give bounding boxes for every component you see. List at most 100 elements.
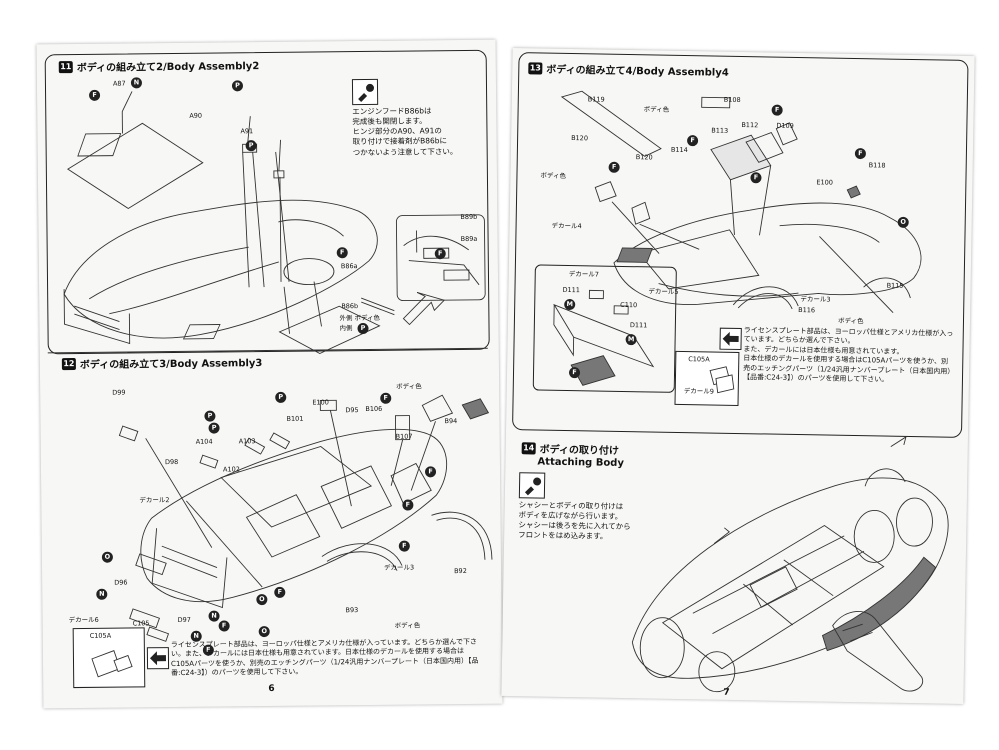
glue-tip-icon (358, 83, 375, 103)
step12-badge-o2: O (258, 626, 270, 638)
step12-badge-p3: P (208, 422, 220, 434)
step13-label-b114: B114 (670, 145, 688, 155)
step11-badge-f2: F (336, 247, 348, 259)
step13-body-color-3: ボディ色 (837, 316, 864, 326)
step11-note: エンジンフードB86bは 完成後も開閉します。 ヒンジ部分のA90、A91の 取… (352, 106, 458, 157)
step13-decal-4: デカール4 (551, 221, 582, 231)
step13-body-drawing (560, 90, 922, 314)
step12-label-b94: B94 (444, 417, 458, 426)
step12-label-a103: A103 (238, 437, 256, 446)
step13-label-c110: C110 (620, 300, 638, 310)
step11-label-a91: A91 (240, 127, 254, 136)
step12-plate-box: C105A (72, 627, 146, 689)
step12-badge-p2: P (204, 410, 216, 422)
step12-body-color-1: ボディ色 (396, 382, 422, 391)
step13-inset-drawing (553, 289, 655, 386)
choice-arrows-icon (149, 651, 167, 666)
step12-label-b101: B101 (286, 414, 304, 423)
step12-decal-2: デカール2 (139, 496, 170, 505)
step13-label-b113: B113 (711, 126, 729, 135)
step12-label-b106: B106 (365, 404, 383, 413)
step13-label-d111a: D111 (562, 285, 580, 295)
step12-label-c105: C105 (132, 619, 150, 628)
step13-label-b120b: B120 (635, 153, 653, 162)
step13-note: ライセンスプレート部品は、ヨーロッパ仕様とアメリカ仕様が入っています。どちらか選… (742, 326, 954, 384)
step12-decal-6: デカール6 (68, 615, 99, 625)
step13-label-b115: B115 (886, 281, 904, 290)
page-number-right: 7 (723, 687, 730, 698)
step11-label-b86a: B86a (340, 262, 358, 271)
step12-badge-f1: F (380, 392, 392, 404)
step11-label-b89b: B89b (460, 212, 478, 221)
step12-label-d97: D97 (177, 615, 191, 624)
step11-badge-f3: F (434, 248, 446, 260)
glue-tip-icon (524, 477, 542, 496)
step12-badge-f3: F (402, 499, 414, 511)
step12-badge-f5: F (274, 586, 286, 598)
step12-badge-f4: F (398, 540, 410, 552)
paint-outer-label: 外側 (339, 314, 353, 323)
step11-paint-outer: 外側 ボディ色 (339, 313, 381, 323)
step12-badge-p1: P (275, 391, 287, 403)
step11-label-b89a: B89a (460, 234, 478, 243)
step12-label-d96: D96 (114, 578, 128, 587)
step13-title: ボディの組み立て4/Body Assembly4 (546, 64, 729, 79)
paint-outer-color: ボディ色 (354, 313, 381, 323)
step11-paint-inner: 内側 (339, 324, 353, 333)
step13-label-b119: B119 (587, 95, 605, 104)
step13-label-e100: E100 (816, 178, 833, 187)
step13-label-d109: D109 (776, 121, 794, 130)
step12-label-d99: D99 (112, 388, 126, 397)
step11-label-a87: A87 (112, 79, 126, 88)
step13-plate-box: C105A デカール9 (674, 350, 740, 407)
step13-choice-icon-box (719, 327, 742, 351)
step14-title-en: Attaching Body (537, 456, 625, 470)
step14-number: 14 (521, 441, 536, 454)
step13-label-b120a: B120 (571, 134, 589, 143)
step12-label-e100: E100 (312, 398, 329, 407)
step14-chassis-drawing (631, 435, 949, 693)
step11-badge-f: F (89, 89, 101, 101)
step12-label-d95: D95 (345, 406, 359, 415)
step12-badge-o1: O (101, 551, 113, 563)
step12-body-drawing (118, 394, 493, 642)
step11-number: 11 (58, 60, 73, 73)
plate-drawing (709, 366, 735, 394)
step11-label-a90: A90 (189, 111, 203, 120)
step13-label-b108: B108 (723, 95, 741, 105)
step13-decal-3: デカール3 (800, 295, 831, 304)
step14-title-jp: ボディの取り付け (539, 444, 620, 457)
plate-drawing (91, 650, 133, 678)
step12-body-color-2: ボディ色 (394, 621, 421, 630)
step11-badge-p2: P (245, 140, 257, 152)
step11-badge-n: N (130, 77, 143, 89)
step12-number: 12 (61, 357, 76, 370)
step11-paint-inner-badge: P (357, 322, 369, 335)
step12-label-d98: D98 (164, 457, 179, 467)
step13-label-b116: B116 (798, 306, 816, 315)
step12-badge-n1: N (96, 588, 108, 600)
page-number-left: 6 (268, 683, 275, 695)
step12-label-b92: B92 (454, 566, 467, 576)
step14-heading: 14 ボディの取り付け Attaching Body (521, 440, 624, 469)
step11-glue-icon-box (351, 78, 379, 106)
paint-inner-label: 内側 (339, 324, 353, 333)
choice-arrows-icon (722, 331, 739, 346)
step12-note: ライセンスプレート部品は、ヨーロッパ仕様とアメリカ仕様が入っています。どちらか選… (170, 637, 479, 678)
step13-body-color-1: ボディ色 (643, 105, 670, 114)
step12-label-a102: A102 (222, 465, 240, 474)
step12-badge-f6: F (218, 620, 230, 632)
step13-number: 13 (528, 61, 543, 75)
step11-label-b86b: B86b (341, 302, 359, 311)
step13-label-d111b: D111 (629, 321, 648, 330)
step12-label-a104: A104 (195, 437, 213, 446)
step12-label-b107: B107 (395, 432, 413, 441)
step13-label-b112: B112 (741, 121, 759, 130)
step14-glue-icon-box (518, 472, 546, 499)
step11-body-drawing (63, 91, 486, 354)
step13-label-b118: B118 (868, 161, 886, 170)
step12-label-b93: B93 (345, 606, 359, 615)
step13-body-color-2: ボディ色 (540, 171, 567, 180)
step12-decal-3: デカール3 (383, 563, 415, 572)
step13-decal-7: デカール7 (568, 270, 599, 279)
